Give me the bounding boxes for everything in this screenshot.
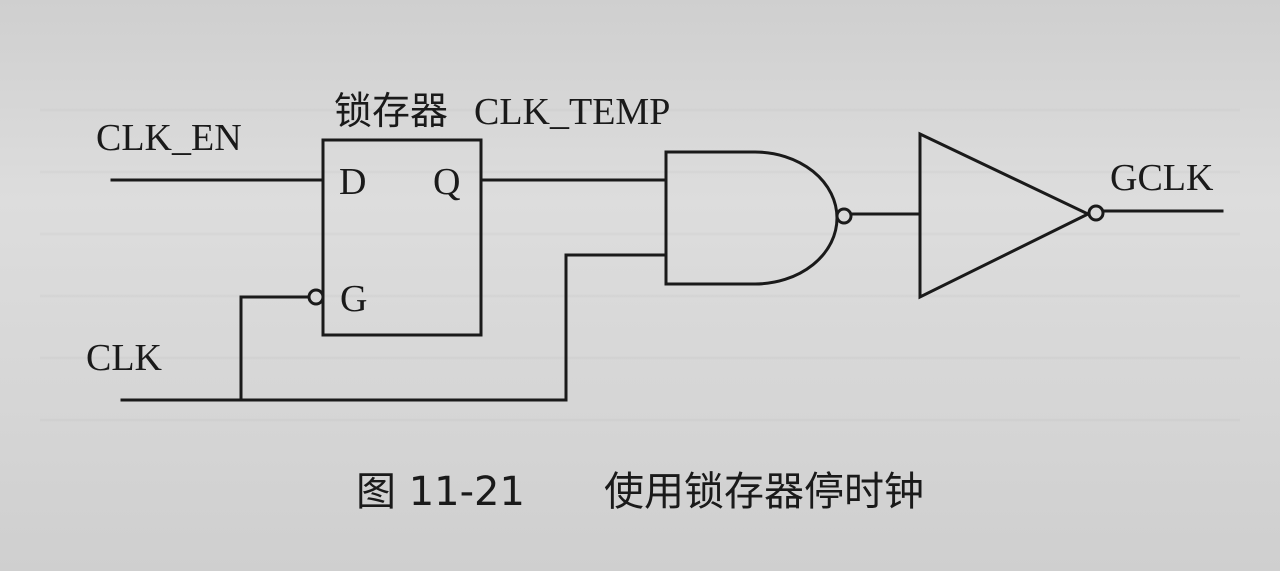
inverter-output-bubble — [1087, 204, 1105, 222]
latch-pin-d: D — [339, 161, 366, 203]
inverter-gate — [918, 131, 1092, 300]
latch-box — [321, 138, 483, 337]
label-clk-temp: CLK_TEMP — [474, 91, 670, 133]
wire-clk-to-nand — [564, 253, 668, 402]
latch-pin-g: G — [340, 278, 367, 320]
figure-caption: 使用锁存器停时钟 — [604, 469, 924, 515]
figure-number: 图 11-21 — [356, 469, 525, 515]
latch-pin-q: Q — [433, 161, 460, 203]
label-gclk: GCLK — [1110, 157, 1214, 199]
wire-clk-to-g — [239, 295, 311, 402]
label-latch-title: 锁存器 — [334, 89, 448, 133]
latch-g-bubble — [307, 288, 325, 306]
label-clk-en: CLK_EN — [96, 117, 242, 159]
nand-gate — [664, 150, 839, 286]
nand-output-bubble — [835, 207, 853, 225]
label-clk: CLK — [86, 337, 163, 379]
